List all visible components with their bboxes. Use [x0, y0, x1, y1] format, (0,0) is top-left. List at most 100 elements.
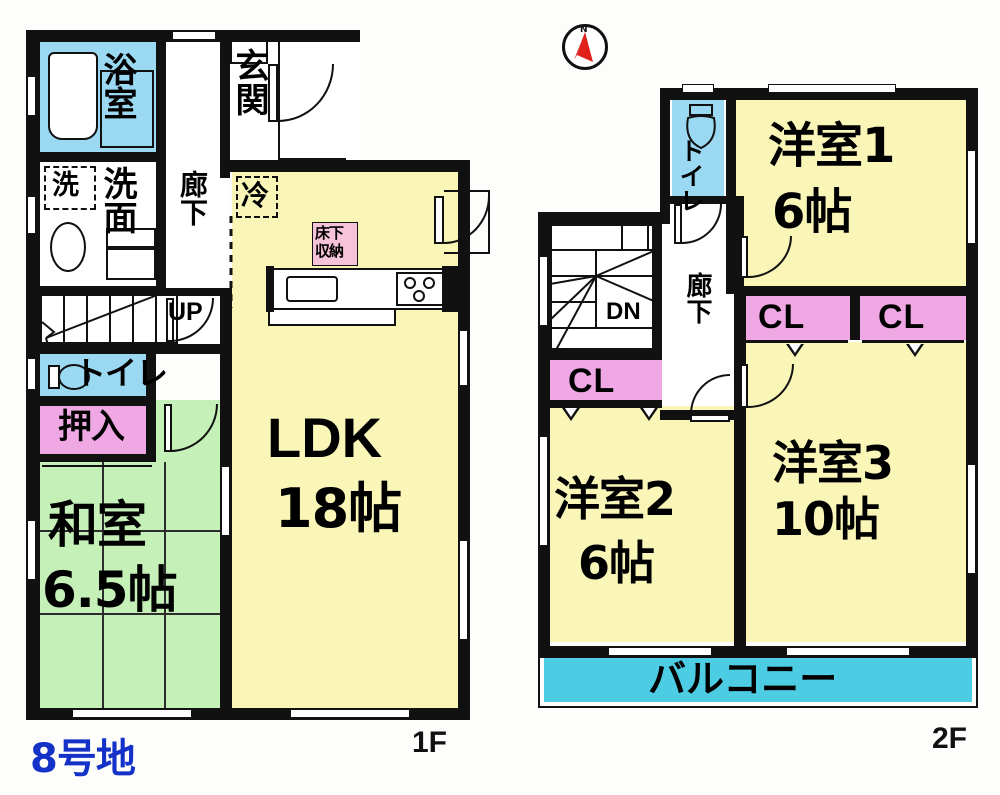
room-label-cl-right: CL	[878, 298, 926, 336]
washroom-door-leaf[interactable]	[166, 298, 174, 342]
stove-burners-icon	[404, 277, 435, 302]
room-washitsu-fill	[40, 462, 226, 712]
room-label-fridge: 冷	[241, 179, 269, 212]
cl-left-fold-marker2-inner-icon	[643, 408, 655, 417]
interior-wall-washroom-south	[34, 286, 166, 296]
room-label-cl-mid: CL	[758, 298, 806, 336]
balcony-outline	[538, 646, 978, 708]
window-washitsu-south	[72, 709, 192, 718]
kitchen-front-counter-icon	[268, 308, 396, 326]
room-label-yoshitsu1: 洋室1	[768, 118, 895, 174]
stair-tread	[155, 292, 157, 344]
room-label-washroom: 洗面	[97, 166, 137, 234]
room-area-ldk: 18帖	[275, 477, 402, 540]
stair-tread	[86, 292, 88, 344]
interior-wall-2f-yoshitsu1-west	[726, 88, 736, 294]
window-ldk-east-2	[459, 540, 468, 640]
interior-wall-2f-stair-south	[544, 350, 662, 360]
stairs2-winder-icon	[550, 224, 657, 351]
interior-wall-2f-corridor-east	[734, 196, 744, 296]
stair-tread	[109, 292, 111, 344]
window-washroom-west	[27, 196, 36, 234]
room-label-toilet2: トイレ	[676, 138, 705, 213]
interior-wall-oshiire-east	[146, 404, 156, 462]
bath-room-outline	[100, 70, 154, 148]
room-label-balcony: バルコニー	[648, 657, 838, 701]
tatami-grid-line	[102, 462, 104, 712]
room-cl-right-fill	[860, 294, 966, 340]
room-corridor-fill	[166, 38, 226, 296]
window-toilet-west	[27, 358, 36, 390]
room-area-yoshitsu1: 6帖	[772, 184, 852, 240]
room-label-stairs-dn: DN	[606, 298, 641, 325]
washer-space-icon	[44, 166, 96, 210]
toilet2-door-leaf[interactable]	[674, 204, 682, 244]
floor1-plan: 床下 収納	[26, 30, 490, 782]
room-label-oshiire: 押入	[58, 407, 125, 447]
underfloor-storage-box	[312, 222, 358, 266]
interior-wall-ldk-north	[220, 160, 356, 172]
washitsu-door-leaf[interactable]	[164, 404, 172, 452]
room-balcony-fill	[544, 652, 972, 702]
yoshitsu3-door-leaf[interactable]	[740, 364, 748, 408]
window-2f-stair-west	[539, 256, 548, 326]
entrance-porch-outline	[278, 42, 346, 160]
room-label-toilet: トイレ	[74, 354, 168, 392]
ldk-opening-dashes	[229, 216, 233, 308]
vanity-basin-icon	[50, 222, 86, 272]
room-label-washitsu: 和室	[48, 496, 147, 554]
cl-right-door-line	[862, 340, 964, 343]
kitchen-wall-right	[442, 266, 458, 312]
cl-left-fold-marker-inner-icon	[565, 408, 577, 417]
oshiire-sliding-door-line	[42, 458, 152, 461]
interior-wall-stairs-south	[34, 344, 226, 354]
plot-number-label: 8号地	[30, 736, 136, 782]
tatami-grid-line	[164, 462, 166, 712]
window-corridor-north	[172, 31, 216, 40]
cl-right-fold-marker-inner-icon	[909, 344, 921, 353]
window-washitsu-west	[27, 520, 36, 580]
window-2f-yoshitsu2-west	[539, 436, 548, 546]
room-label-yoshitsu2: 洋室2	[554, 472, 676, 526]
bathtub-icon	[48, 52, 98, 140]
kitchen-wall-post	[266, 266, 274, 312]
floor2-label: 2F	[932, 722, 968, 755]
vanity-counter-icon	[106, 228, 156, 248]
cl-mid-fold-marker-inner-icon	[789, 344, 801, 353]
floor1-label: 1F	[412, 726, 448, 759]
ldk-door-leaf[interactable]	[434, 196, 444, 244]
room-label-ldk: LDK	[267, 406, 383, 469]
kitchen-sink-icon	[286, 276, 338, 302]
oshiire-sliding-door-line	[42, 465, 152, 467]
interior-wall-2f-stair-east	[652, 212, 662, 360]
stair-tread	[132, 292, 134, 344]
window-bath-west	[27, 76, 36, 116]
room-area-washitsu: 6.5帖	[42, 561, 178, 619]
window-ldk-south	[290, 709, 410, 718]
room-label-corridor2: 廊下	[682, 272, 712, 324]
room-label-stairs-up: UP	[168, 298, 203, 326]
underfloor-storage-label-1: 床下	[315, 224, 344, 242]
tatami-grid-line	[40, 530, 226, 532]
floor2-plan: トイレ 洋室1 6帖 廊下 DN CL CL CL 洋室2 6帖 洋室3 10帖…	[500, 0, 1000, 795]
compass-north-icon: N	[562, 24, 608, 70]
tatami-grid-line	[40, 613, 226, 615]
entrance-door-leaf[interactable]	[268, 64, 278, 122]
room-area-yoshitsu3: 10帖	[772, 492, 880, 546]
underfloor-storage-label-2: 収納	[315, 242, 344, 260]
room-label-cl-left: CL	[568, 362, 616, 400]
interior-wall-toilet-east	[146, 352, 156, 404]
room-yoshitsu2-fill	[550, 406, 736, 642]
yoshitsu1-door-leaf[interactable]	[740, 236, 748, 278]
room-area-yoshitsu2: 6帖	[578, 536, 655, 590]
refrigerator-space-icon	[236, 176, 278, 218]
yoshitsu2-door-leaf[interactable]	[690, 414, 730, 422]
room-cl-mid-fill	[740, 294, 850, 340]
cl-mid-door-line	[742, 340, 848, 343]
interior-wall-corridor-west	[156, 38, 166, 296]
exterior-wall-entrance-east	[348, 30, 360, 40]
genkan-step-line	[230, 42, 268, 64]
interior-wall-corridor-south	[156, 288, 232, 296]
room-label-washer: 洗	[52, 170, 79, 201]
